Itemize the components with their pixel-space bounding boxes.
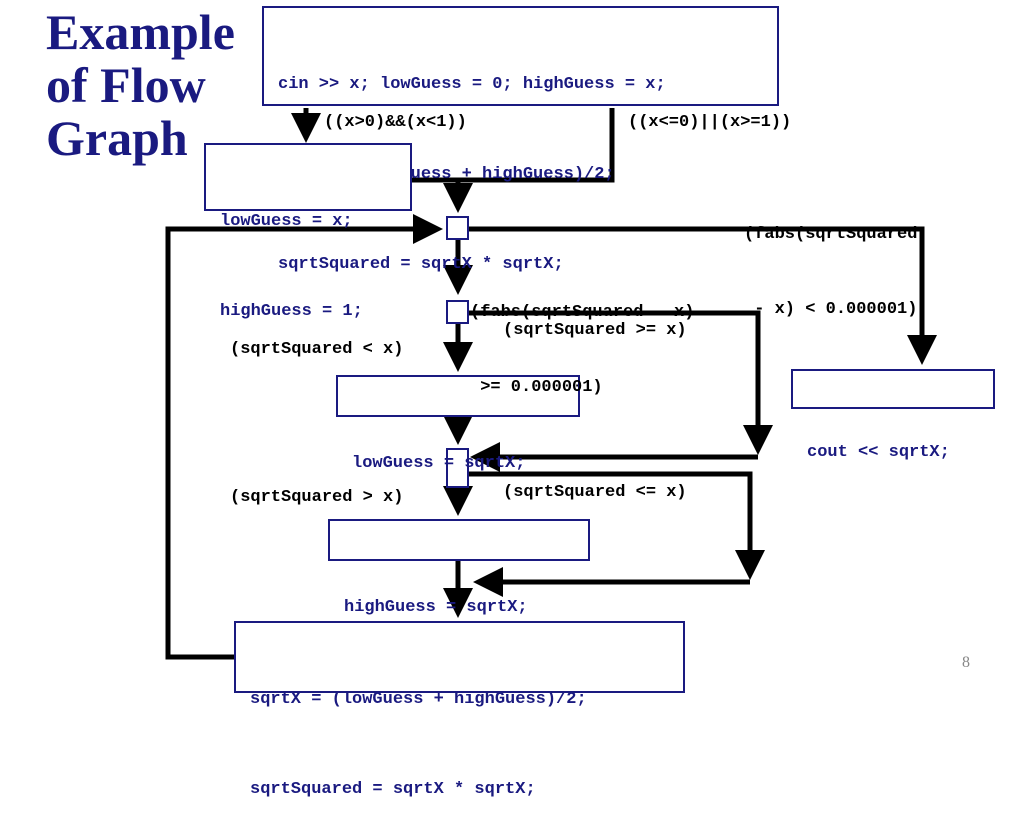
- title-line-3: Graph: [46, 110, 188, 166]
- edge-label-greater-equal: (sqrtSquared >= x): [503, 321, 687, 340]
- edge-label-less: (sqrtSquared < x): [230, 340, 404, 359]
- edge-label-x-out-range: ((x<=0)||(x>=1)): [628, 113, 792, 132]
- edge-label-not-converged: (fabs(sqrtSquared - x) >= 0.000001): [470, 250, 694, 425]
- edge-decision1-to-join1: [469, 310, 773, 455]
- page-number: 8: [962, 654, 970, 671]
- label-line: (fabs(sqrtSquared: [744, 225, 918, 244]
- small-x-code-box: lowGuess = x; highGuess = 1;: [204, 143, 412, 321]
- label-line: (fabs(sqrtSquared - x): [470, 303, 695, 322]
- low-assign-box: lowGuess = sqrtX;: [336, 375, 580, 473]
- code-line: lowGuess = sqrtX;: [352, 454, 526, 473]
- flow-edges: [165, 108, 937, 660]
- edge-label-x-in-range: ((x>0)&&(x<1)): [324, 113, 467, 132]
- code-line: sqrtSquared = sqrtX * sqrtX;: [278, 255, 564, 274]
- code-line: sqrtSquared = sqrtX * sqrtX;: [250, 780, 536, 799]
- edge-label-converged: (fabs(sqrtSquared - x) < 0.000001): [744, 172, 917, 347]
- edge-loop-to-output: [469, 226, 937, 365]
- code-line: highGuess = 1;: [220, 302, 363, 321]
- slide-title: Example of Flow Graph: [46, 6, 235, 165]
- title-line-1: Example: [46, 4, 235, 60]
- title-line-2: of Flow: [46, 57, 206, 113]
- edge-init-to-merge: [410, 108, 615, 183]
- edge-decision2-to-join2: [469, 471, 765, 580]
- decision-node-1: [446, 300, 469, 324]
- edge-back-loop: [165, 214, 443, 660]
- code-line: cout << sqrtX;: [807, 443, 950, 462]
- loop-node: [446, 216, 469, 240]
- code-line: highGuess = sqrtX;: [344, 598, 528, 617]
- edge-label-less-equal: (sqrtSquared <= x): [503, 483, 687, 502]
- join-node-1: [446, 448, 469, 488]
- update-code-box: sqrtX = (lowGuess + highGuess)/2; sqrtSq…: [234, 621, 685, 799]
- init-code-box: cin >> x; lowGuess = 0; highGuess = x; s…: [262, 6, 779, 274]
- edge-label-greater: (sqrtSquared > x): [230, 488, 404, 507]
- code-line: sqrtX = (lowGuess + highGuess)/2;: [250, 690, 587, 709]
- output-box: cout << sqrtX;: [791, 369, 995, 462]
- code-line: cin >> x; lowGuess = 0; highGuess = x;: [278, 75, 666, 94]
- high-assign-box: highGuess = sqrtX;: [328, 519, 590, 617]
- code-line: lowGuess = x;: [220, 212, 353, 231]
- label-line: >= 0.000001): [470, 378, 603, 397]
- label-line: - x) < 0.000001): [744, 300, 918, 319]
